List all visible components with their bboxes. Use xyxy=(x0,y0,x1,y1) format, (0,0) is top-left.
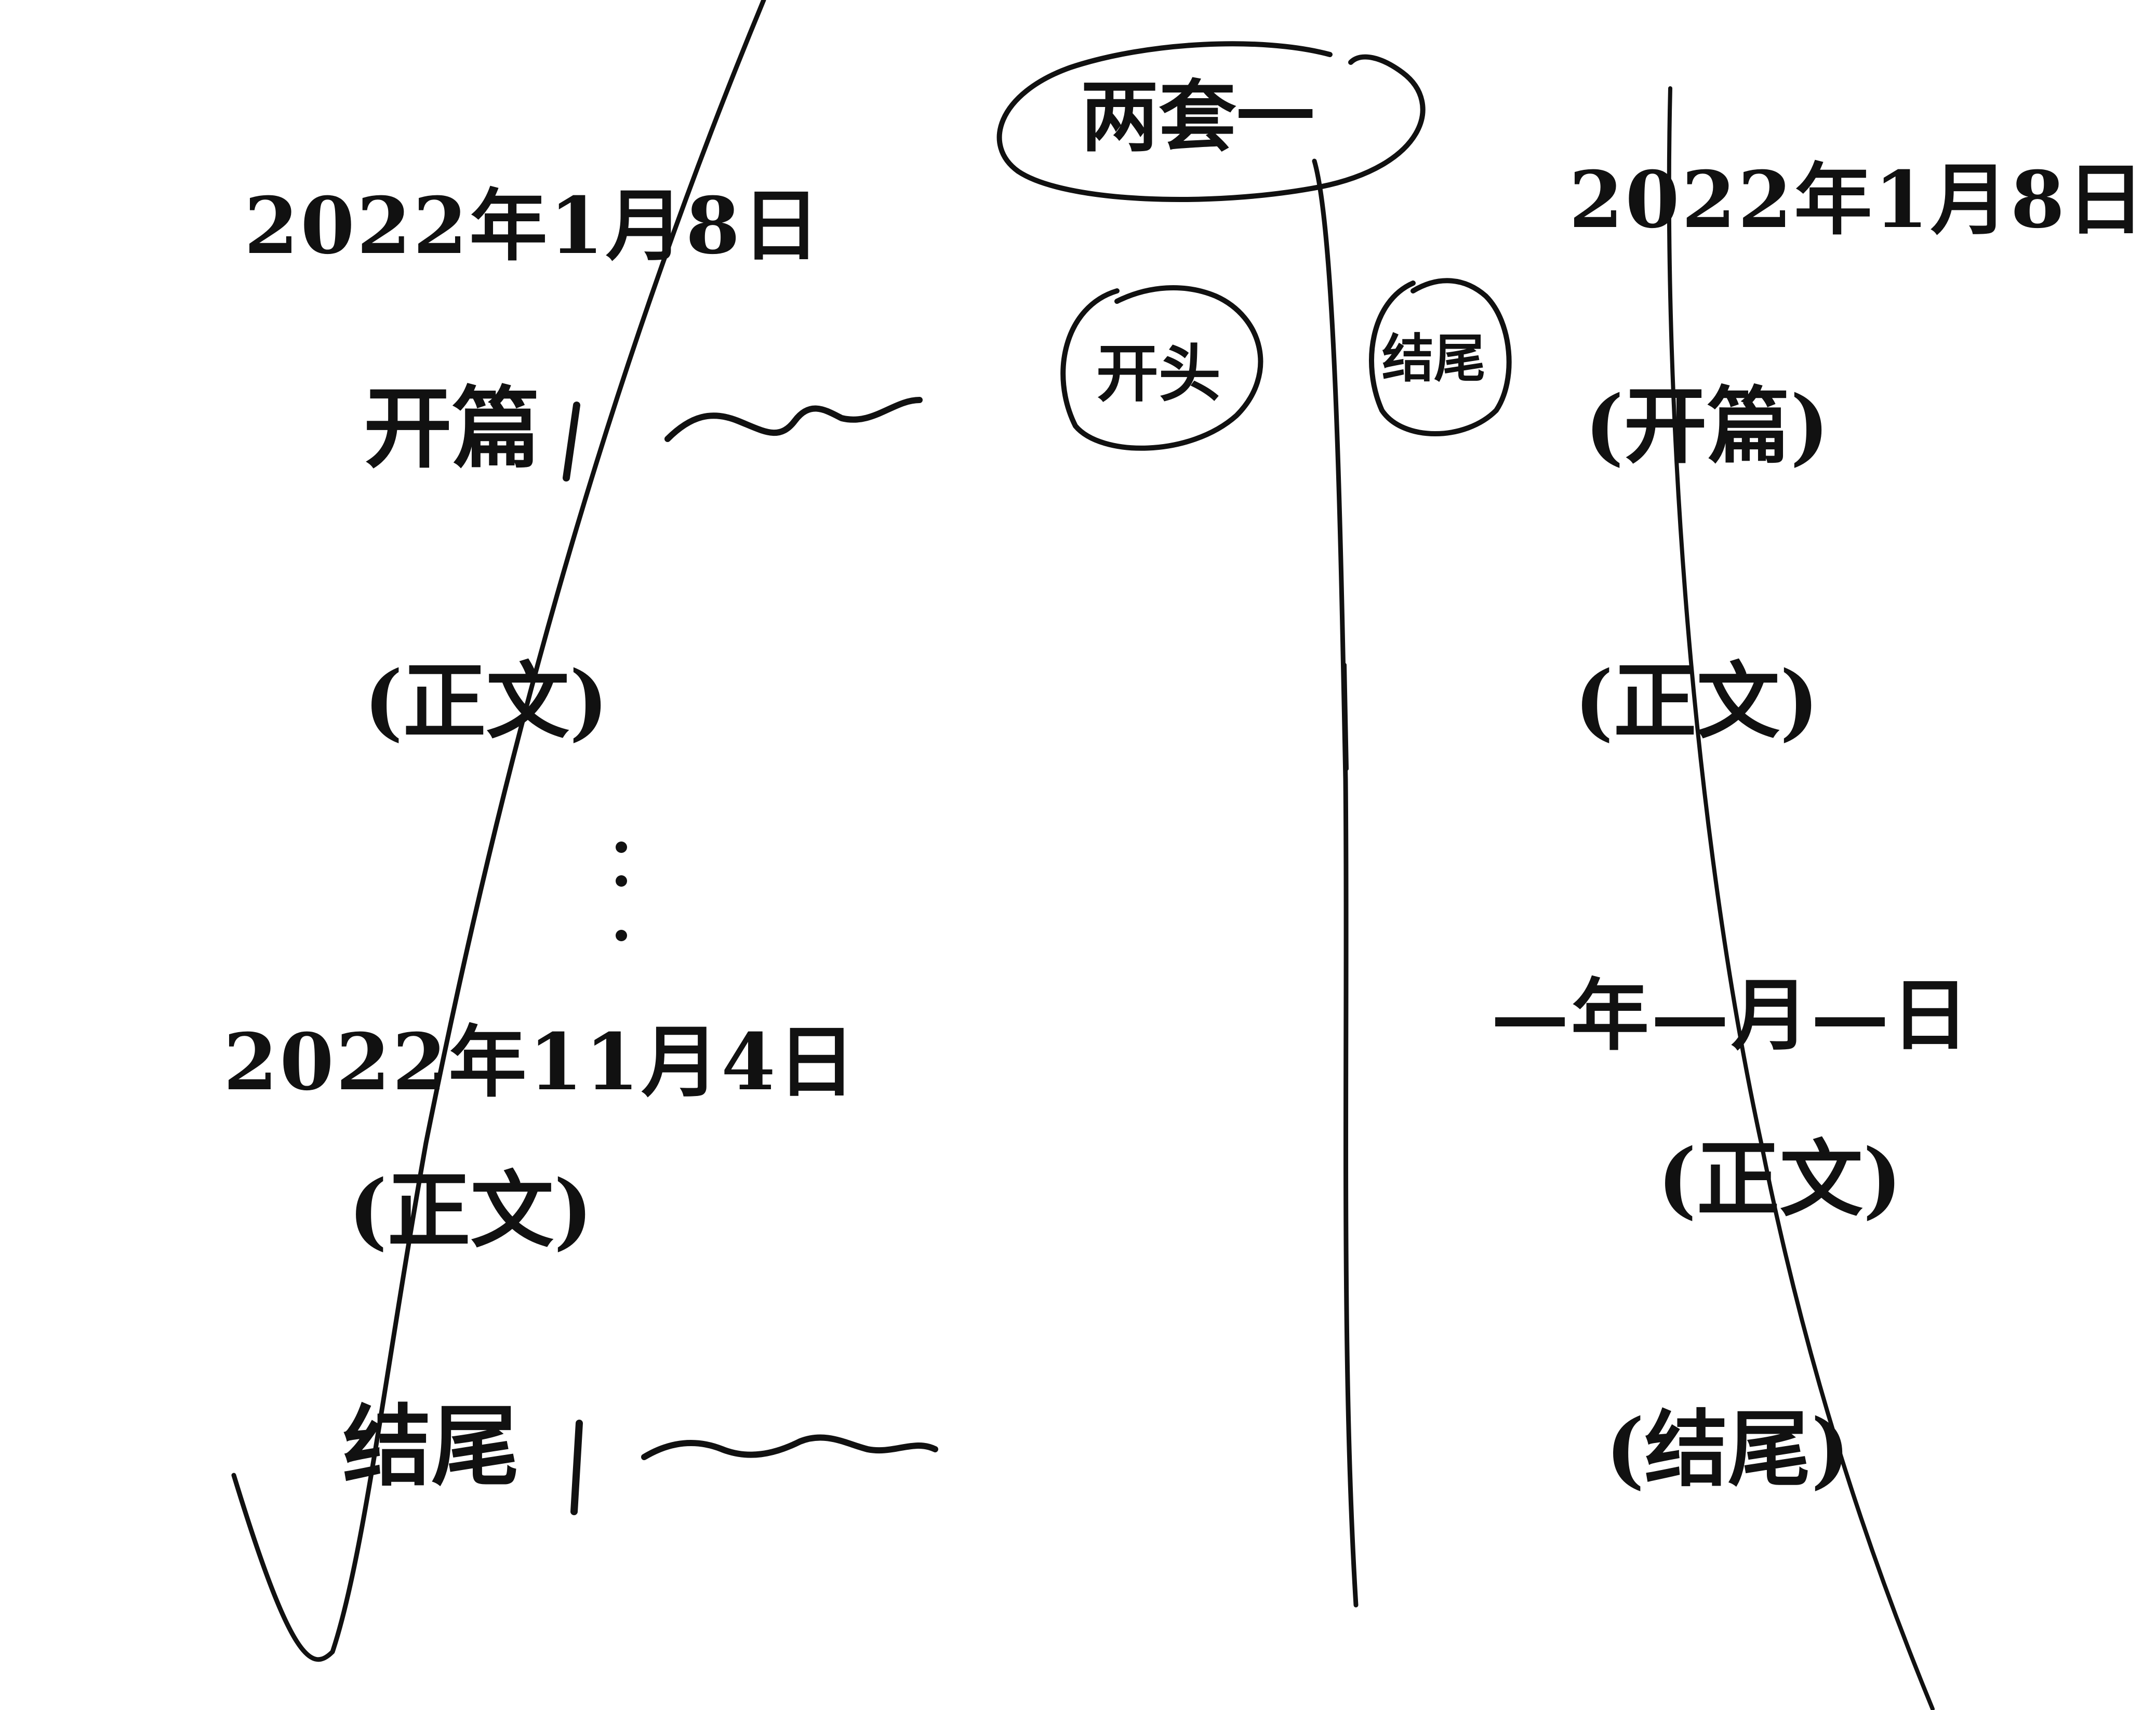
left-body-label: (正文) xyxy=(364,652,609,750)
left-middle-date: 2022年11月4日 xyxy=(223,1017,858,1108)
title-ellipse xyxy=(996,41,1426,202)
left-body-label-2: (正文) xyxy=(348,1161,593,1259)
circle-ending-label: 结尾 xyxy=(1382,328,1486,389)
center-tick xyxy=(1342,663,1349,771)
left-arc-line xyxy=(231,0,766,1662)
circle-opening-label: 开头 xyxy=(1096,337,1221,410)
ending-bar xyxy=(570,1420,583,1515)
ellipsis-dot xyxy=(616,930,627,941)
opening-squiggle xyxy=(664,397,923,442)
left-start-date: 2022年1月8日 xyxy=(244,180,822,272)
right-body-label: (正文) xyxy=(1574,652,1819,750)
ellipsis-dot xyxy=(616,875,627,887)
right-vertical-line xyxy=(1667,86,1935,1710)
right-body-label-2: (正文) xyxy=(1657,1130,1902,1228)
center-vertical-line xyxy=(1312,158,1359,1608)
title-text: 两套一 xyxy=(1081,71,1315,163)
opening-bar xyxy=(563,402,580,482)
ellipsis-dot xyxy=(616,841,627,853)
right-opening-label: (开篇) xyxy=(1585,377,1830,475)
right-ending-label: (结尾) xyxy=(1605,1400,1851,1498)
left-ending-label: 结尾 xyxy=(343,1395,520,1499)
circle-ending xyxy=(1369,278,1512,436)
ending-squiggle xyxy=(641,1434,938,1460)
right-middle-date: —年—月—日 xyxy=(1491,970,1972,1061)
left-opening-label: 开篇 xyxy=(364,377,541,480)
right-start-date: 2022年1月8日 xyxy=(1569,154,2147,246)
circle-opening xyxy=(1060,285,1263,451)
